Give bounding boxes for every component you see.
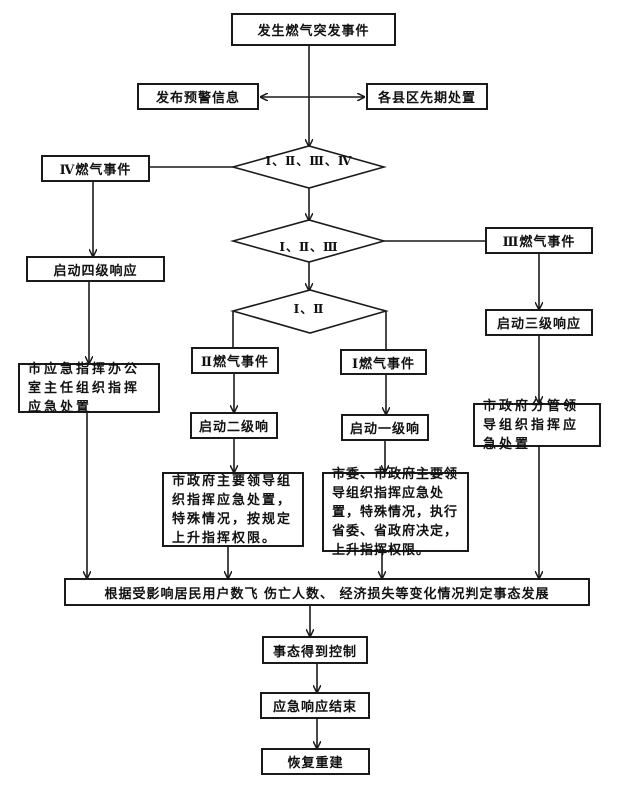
decision-label-3: Ⅰ、Ⅱ — [293, 302, 325, 316]
node-start-level4-response: 启动四级响应 — [26, 256, 165, 282]
decision-label-2: Ⅰ、Ⅱ、Ⅲ — [279, 240, 339, 254]
node-start-level3-response: 启动三级响应 — [485, 309, 593, 336]
node-level3-event: Ⅲ燃气事件 — [485, 227, 593, 254]
node-level4-command: 市应急指挥办公室主任组织指挥应急处置 — [18, 362, 160, 415]
node-level1-event: Ⅰ燃气事件 — [340, 349, 427, 375]
node-level3-command: 市政府分管领导组织指挥应急处置 — [473, 399, 601, 452]
node-recovery-rebuild: 恢复重建 — [261, 748, 370, 775]
node-situation-controlled: 事态得到控制 — [262, 636, 368, 664]
node-start-level1-response: 启动一级响 — [341, 414, 429, 441]
node-level4-event: Ⅳ燃气事件 — [41, 155, 150, 182]
node-response-ended: 应急响应结束 — [260, 692, 370, 719]
node-level2-command: 市政府主要领导组织指挥应急处置，特殊情况，按规定上升指挥权限。 — [162, 472, 304, 547]
decision-diamond-1 — [229, 145, 387, 189]
decision-label-1: Ⅰ、Ⅱ、Ⅲ、Ⅳ — [265, 154, 353, 168]
node-county-initial-response: 各县区先期处置 — [366, 83, 488, 110]
node-issue-warning: 发布预警信息 — [137, 83, 259, 110]
node-level2-event: Ⅱ燃气事件 — [191, 347, 279, 374]
node-gas-incident-occurs: 发生燃气突发事件 — [231, 13, 396, 46]
node-level1-command: 市委、市政府主要领导组织指挥应急处置，特殊情况，执行省委、省政府决定，上升指挥权… — [322, 467, 469, 558]
node-assess-situation: 根据受影响居民用户数飞 伤亡人数、 经济损失等变化情况判定事态发展 — [64, 578, 590, 606]
node-start-level2-response: 启动二级响 — [190, 412, 278, 439]
